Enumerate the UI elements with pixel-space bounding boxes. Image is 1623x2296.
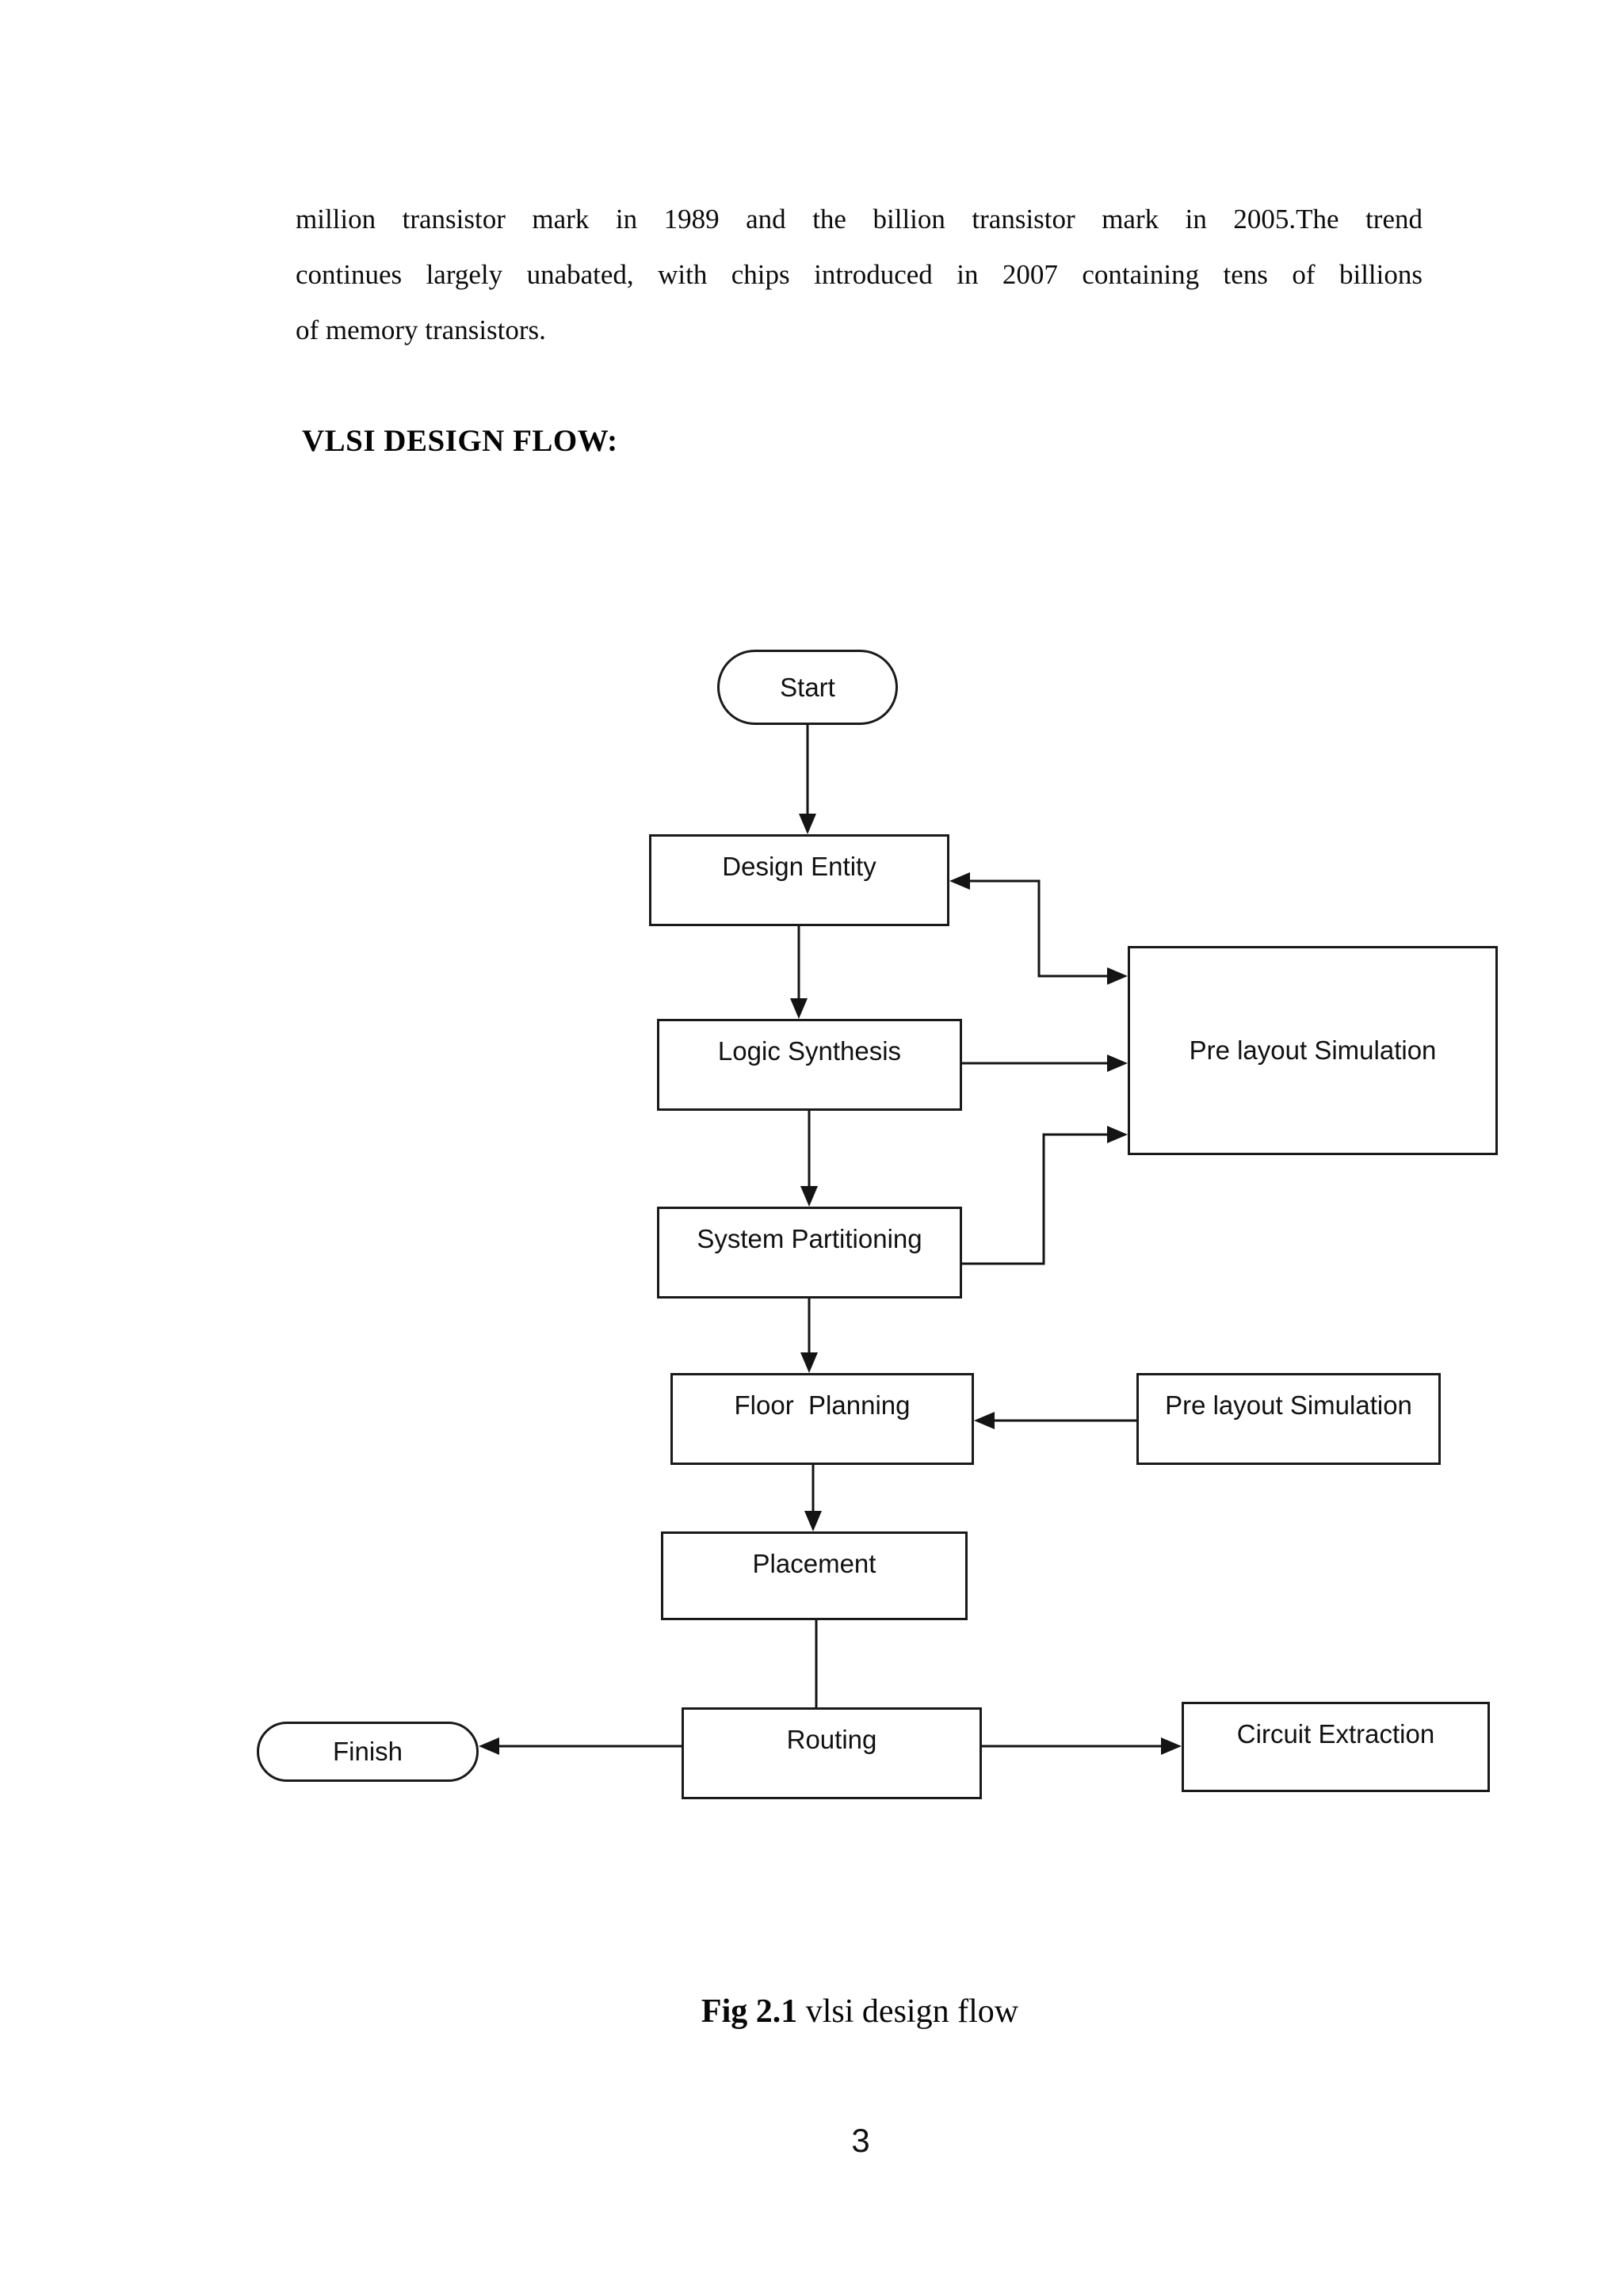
arrowhead-into-design-entity-right: [949, 872, 970, 890]
connector-system-partitioning-prelayout: [962, 1133, 1109, 1265]
arrowhead-into-prelayout-lower: [1107, 1126, 1128, 1143]
node-floor-planning: Floor Planning: [670, 1373, 974, 1465]
node-pre-layout-simulation-secondary: Pre layout Simulation: [1136, 1373, 1441, 1465]
body-paragraph: million transistor mark in 1989 and the …: [296, 192, 1423, 358]
node-finish-label: Finish: [332, 1737, 403, 1766]
node-system-partitioning-label: System Partitioning: [697, 1224, 922, 1253]
arrowhead-into-finish: [479, 1737, 499, 1755]
arrowhead-into-prelayout-upper: [1107, 967, 1128, 985]
section-heading: VLSI DESIGN FLOW:: [302, 424, 618, 458]
arrowhead-into-floor-planning-top: [800, 1352, 818, 1373]
node-design-entity-label: Design Entity: [722, 852, 876, 881]
node-routing-label: Routing: [786, 1725, 877, 1754]
figure-caption-number: Fig 2.1: [701, 1993, 798, 2030]
node-design-entity: Design Entity: [649, 834, 949, 926]
node-circuit-extraction-label: Circuit Extraction: [1236, 1719, 1435, 1749]
connector-design-entity-prelayout-feedback: [968, 879, 1109, 978]
node-logic-synthesis-label: Logic Synthesis: [717, 1036, 902, 1066]
node-placement-label: Placement: [752, 1549, 876, 1578]
arrowhead-into-prelayout-middle: [1107, 1055, 1128, 1072]
arrowhead-into-design-entity-top: [799, 814, 816, 834]
node-system-partitioning: System Partitioning: [657, 1207, 962, 1299]
node-finish: Finish: [257, 1722, 479, 1782]
figure-caption-text: vlsi design flow: [797, 1993, 1019, 2030]
node-routing: Routing: [682, 1707, 982, 1799]
paragraph-line-1: million transistor mark in 1989 and the …: [296, 204, 1423, 235]
node-pre-layout-simulation-main: Pre layout Simulation: [1128, 946, 1498, 1155]
arrowhead-into-circuit-extraction: [1161, 1737, 1182, 1755]
arrowhead-into-placement-top: [804, 1511, 822, 1531]
node-pre-layout-simulation-main-label: Pre layout Simulation: [1189, 1035, 1437, 1065]
paragraph-line-2: continues largely unabated, with chips i…: [296, 259, 1423, 290]
arrowhead-into-floor-planning-right: [974, 1412, 995, 1429]
node-floor-planning-label: Floor Planning: [734, 1390, 911, 1420]
node-start: Start: [717, 650, 898, 725]
arrowhead-into-logic-synthesis-top: [790, 998, 808, 1019]
arrowhead-into-system-partitioning-top: [800, 1186, 818, 1207]
node-placement: Placement: [661, 1531, 968, 1620]
node-start-label: Start: [780, 672, 835, 702]
page-number: 3: [851, 2122, 870, 2159]
paragraph-line-3: of memory transistors.: [296, 315, 546, 345]
node-pre-layout-simulation-secondary-label: Pre layout Simulation: [1165, 1390, 1412, 1420]
node-circuit-extraction: Circuit Extraction: [1182, 1702, 1490, 1792]
figure-caption: Fig 2.1 vlsi design flow: [701, 1993, 1018, 2031]
node-logic-synthesis: Logic Synthesis: [657, 1019, 962, 1111]
